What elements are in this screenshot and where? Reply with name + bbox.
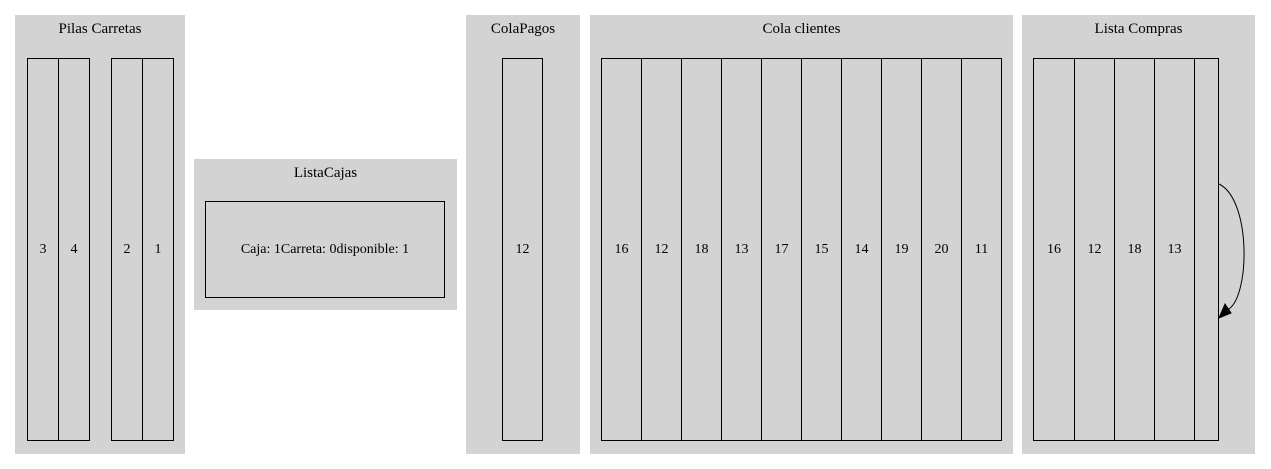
- self-loop-edge: [1218, 183, 1245, 311]
- list-cell-pointer: [1194, 59, 1218, 440]
- self-loop-arrow: [1218, 183, 1245, 319]
- cluster-title: Pilas Carretas: [58, 21, 142, 37]
- caja-node-label: Caja: 1Carreta: 0disponible: 1: [240, 241, 410, 257]
- cluster-lista-cajas: ListaCajas Caja: 1Carreta: 0disponible: …: [194, 159, 457, 310]
- list-cell: 18: [1114, 59, 1154, 440]
- list-cell: 12: [1074, 59, 1114, 440]
- stack-record-b: 2 1: [111, 58, 174, 441]
- caja-node: Caja: 1Carreta: 0disponible: 1: [205, 201, 445, 298]
- cluster-title: Lista Compras: [1094, 21, 1183, 37]
- list-record: 16 12 18 13: [1033, 58, 1219, 441]
- queue-cell: 20: [921, 59, 961, 440]
- queue-cell: 17: [761, 59, 801, 440]
- cluster-cola-pagos: ColaPagos 12: [466, 15, 580, 454]
- stack-cell: 4: [58, 59, 89, 440]
- stack-record-a: 3 4: [27, 58, 90, 441]
- cluster-title: ColaPagos: [490, 21, 556, 37]
- stack-cell: 3: [39, 241, 47, 257]
- arrowhead: [1218, 302, 1232, 319]
- stack-cell: 2: [123, 241, 131, 257]
- queue-cell: 14: [841, 59, 881, 440]
- cluster-title: ListaCajas: [293, 165, 358, 181]
- queue-cell: 16: [614, 241, 629, 257]
- queue-cell: 13: [721, 59, 761, 440]
- queue-record: 16 12 18 13 17 15 14 19 20 11: [601, 58, 1002, 441]
- cluster-title: Cola clientes: [762, 21, 841, 37]
- queue-cell: 18: [681, 59, 721, 440]
- stack-cell: 1: [142, 59, 173, 440]
- list-cell: 13: [1154, 59, 1194, 440]
- cluster-lista-compras: Lista Compras 16 12 18 13: [1022, 15, 1255, 454]
- queue-cell: 15: [801, 59, 841, 440]
- queue-cell: 19: [881, 59, 921, 440]
- queue-record: 12: [502, 58, 543, 441]
- cluster-cola-clientes: Cola clientes 16 12 18 13 17 15 14 19 20…: [590, 15, 1013, 454]
- cluster-pilas-carretas: Pilas Carretas 3 4 2 1: [15, 15, 185, 454]
- queue-cell: 12: [515, 241, 530, 257]
- queue-cell: 11: [961, 59, 1001, 440]
- queue-cell: 12: [641, 59, 681, 440]
- list-cell: 16: [1047, 241, 1061, 257]
